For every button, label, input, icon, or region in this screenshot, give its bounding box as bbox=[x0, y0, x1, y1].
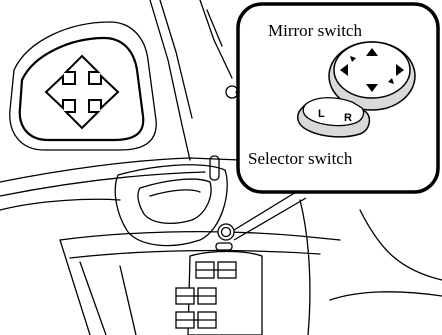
a-pillar-inner bbox=[160, 0, 192, 118]
door-switch-cluster bbox=[176, 224, 236, 328]
door-panel-curve bbox=[0, 199, 120, 210]
window-sill bbox=[0, 158, 240, 182]
armrest bbox=[60, 232, 340, 240]
seat-edge-2 bbox=[360, 210, 442, 280]
selector-switch-label: Selector switch bbox=[248, 149, 353, 168]
side-mirror bbox=[20, 38, 144, 140]
door-pocket-left bbox=[60, 240, 90, 335]
mirror-switch-label: Mirror switch bbox=[268, 21, 362, 40]
selector-key-right: R bbox=[344, 112, 352, 124]
seat-edge bbox=[300, 200, 310, 335]
window-frame bbox=[200, 0, 232, 78]
callout-bubble: L R Mirror switch Selector switch bbox=[238, 4, 438, 192]
door-handle bbox=[138, 179, 211, 223]
door-pocket-left-3 bbox=[120, 266, 136, 335]
a-pillar bbox=[150, 0, 190, 160]
door-handle-inner bbox=[150, 190, 200, 196]
selector-key-left: L bbox=[318, 108, 325, 120]
door-pocket-left-2 bbox=[80, 262, 106, 335]
door-selector-switch[interactable] bbox=[216, 243, 232, 250]
console-line bbox=[330, 292, 442, 300]
door-mirror-switch[interactable] bbox=[218, 224, 234, 240]
